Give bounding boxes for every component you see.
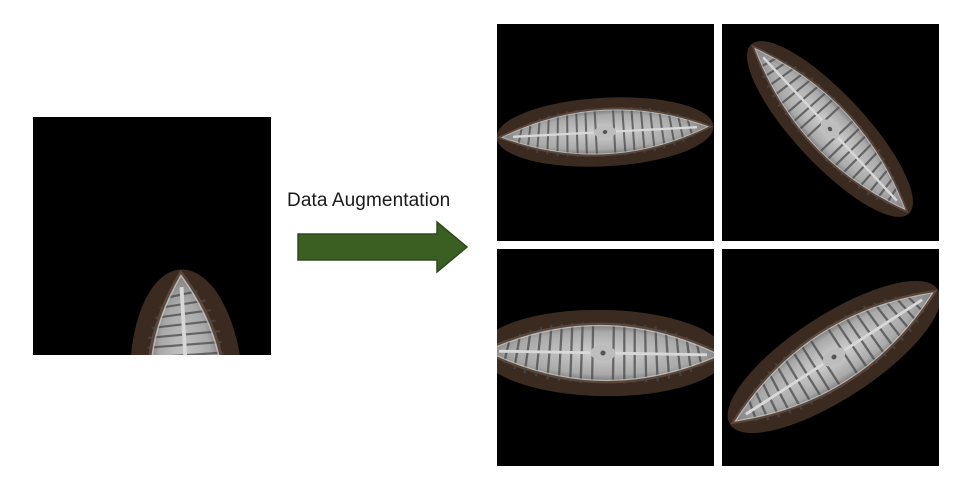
data-augmentation-label: Data Augmentation [287,190,451,211]
diatom-microscopy-image-icon [122,264,251,355]
diatom-microscopy-image-icon [724,24,936,239]
augmented-diatom-image-1 [497,24,714,241]
diatom-microscopy-image-icon [722,252,939,462]
augmented-diatom-image-3 [497,249,714,466]
diatom-microscopy-image-icon [497,90,714,174]
augmented-diatom-image-4 [722,249,939,466]
augmented-diatom-image-2 [722,24,939,241]
original-diatom-image [33,117,271,355]
diatom-microscopy-image-icon [497,306,714,400]
right-arrow-icon [297,220,469,274]
